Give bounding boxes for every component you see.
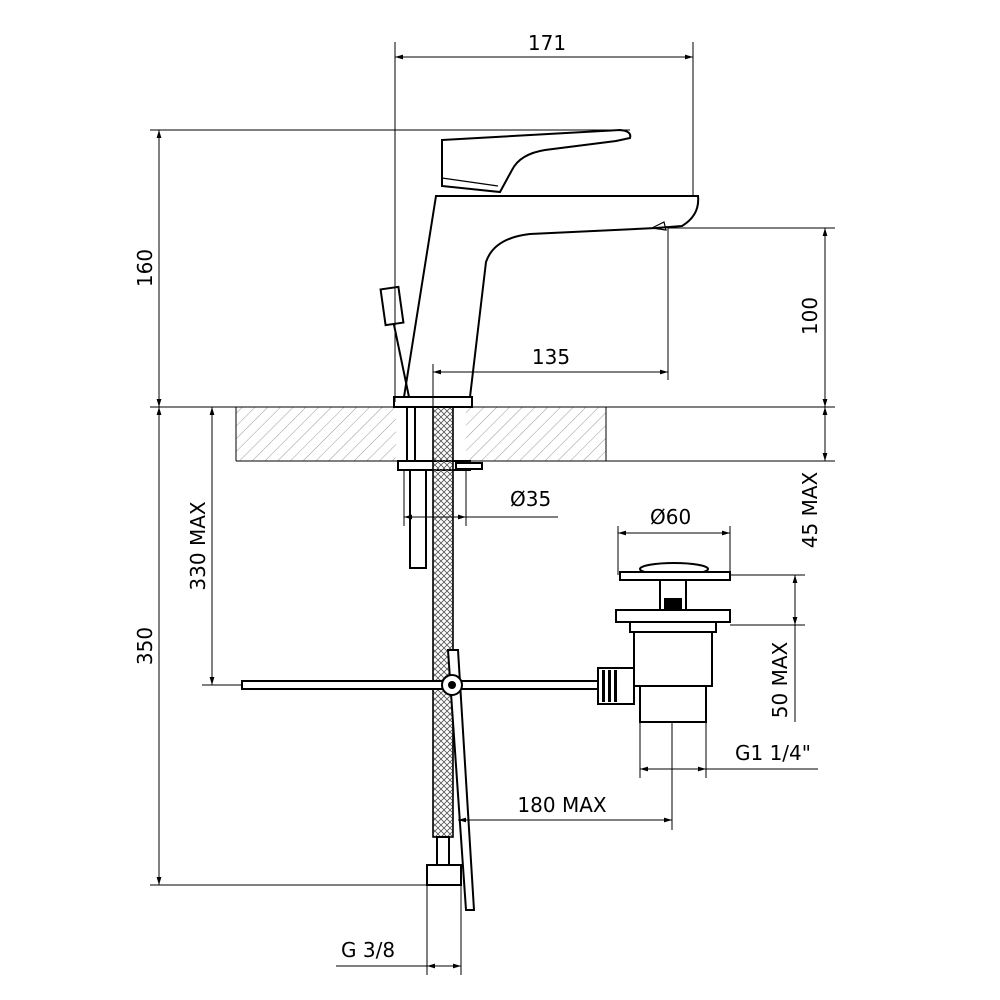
dimension-lines (150, 42, 835, 975)
pop-up-knob (379, 285, 405, 327)
pop-up-lever-rod (392, 319, 410, 398)
fixing-stud (409, 469, 427, 569)
drain-tailpiece (639, 685, 707, 723)
countertop-hatch-right (466, 407, 606, 461)
flexible-hose (432, 406, 454, 838)
dim-label-171: 171 (528, 31, 566, 55)
dim-label-160: 160 (133, 249, 157, 287)
dim-label-100: 100 (798, 297, 822, 335)
drain-lock-nut (615, 609, 731, 623)
faucet-spout (402, 195, 700, 398)
dim-label-135: 135 (532, 345, 570, 369)
under-deck-assembly (241, 406, 599, 911)
dimension-labels: 171 160 100 135 45 MAX Ø35 Ø60 330 MAX 3… (133, 31, 822, 962)
dim-label-50-max: 50 MAX (768, 641, 792, 718)
countertop-hatch-left (236, 407, 396, 461)
threaded-shank (406, 406, 416, 464)
lever-handle (441, 128, 632, 194)
pop-up-pull-rod (241, 680, 599, 690)
dim-label-180-max: 180 MAX (517, 793, 606, 817)
hose-nut (426, 864, 462, 886)
dim-label-350: 350 (133, 627, 157, 665)
dim-label-45-max: 45 MAX (798, 471, 822, 548)
drain-flange (619, 571, 731, 581)
dim-label-330-max: 330 MAX (186, 501, 210, 590)
dim-label-diameter-35: Ø35 (510, 487, 551, 511)
countertop-section (150, 406, 835, 462)
pop-up-waste (597, 562, 731, 723)
pop-up-vertical-rod (446, 649, 476, 911)
dim-label-diameter-60: Ø60 (650, 505, 691, 529)
drain-body (633, 631, 713, 687)
hose-ferrule (436, 836, 450, 866)
dim-label-g1-1-4: G1 1/4" (735, 741, 811, 765)
dim-label-g-3-8: G 3/8 (341, 938, 395, 962)
